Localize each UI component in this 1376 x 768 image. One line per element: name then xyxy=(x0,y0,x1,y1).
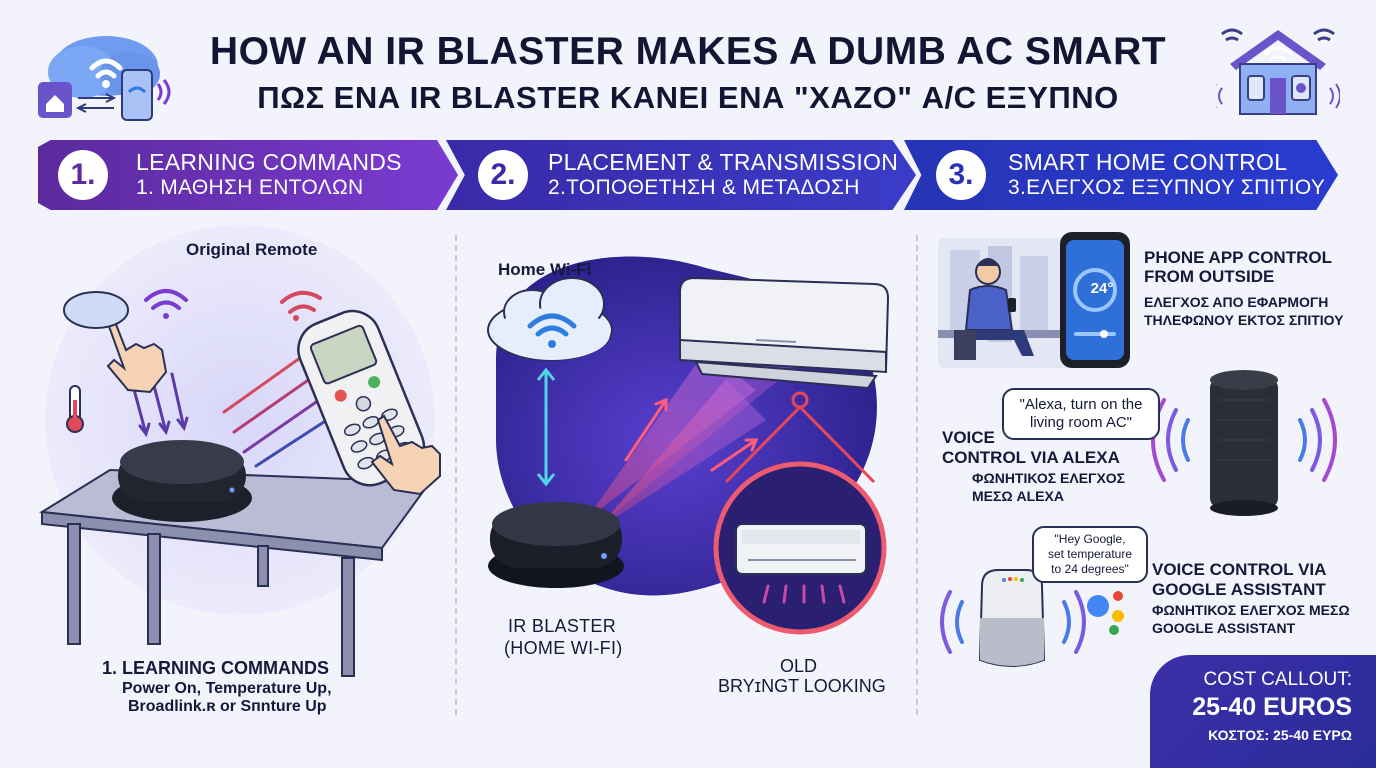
wifi-link-arrow-icon xyxy=(536,367,556,487)
learning-caption-line: Power On, Temperature Up, xyxy=(122,680,332,697)
google-quote: to 24 degrees" xyxy=(1051,562,1129,576)
alexa-greek: ΦΩΝΗΤΙΚΟΣ ΕΛΕΓΧΟΣ xyxy=(972,470,1126,486)
panel-divider xyxy=(916,235,918,715)
step-title-gr: 1. ΜΑΘΗΣΗ ΕΝΤΟΛΩΝ xyxy=(136,176,364,199)
alexa-title: CONTROL VIA ALEXA xyxy=(942,448,1120,467)
step-number: 3. xyxy=(936,150,986,200)
wifi-icon xyxy=(144,289,188,310)
old-ac-sublabel: BRYɪNGT LOOKING xyxy=(718,676,886,696)
sound-waves-icon xyxy=(940,590,1086,654)
alexa-title: VOICE xyxy=(942,428,995,447)
phone-control-greek: ΕΛΕΓΧΟΣ ΑΠΟ ΕΦΑΡΜΟΓΗ xyxy=(1144,294,1329,310)
learning-commands-illustration xyxy=(38,225,441,677)
smartphone-app-icon xyxy=(1060,232,1130,368)
remote-signal-arrows-icon xyxy=(222,356,332,468)
home-wifi-label: Home Wi-Fi xyxy=(498,260,592,279)
remote-user-scene-icon xyxy=(938,238,1078,368)
google-quote: "Hey Google, xyxy=(1054,532,1126,546)
step-banner-1: 1. LEARNING COMMANDS 1. ΜΑΘΗΣΗ ΕΝΤΟΛΩΝ xyxy=(38,140,458,210)
step-banner-3: 3. SMART HOME CONTROL 3.ΕΛΕΓΧΟΣ ΕΞΥΠΝΟΥ … xyxy=(904,140,1338,210)
ir-blaster-device-icon xyxy=(112,440,252,522)
alexa-quote: "Alexa, turn on the xyxy=(1019,396,1143,413)
alexa-speech-bubble: "Alexa, turn on the living room AC" xyxy=(1002,388,1160,440)
phone-temperature: 24° xyxy=(1090,280,1114,297)
learning-caption-line: Broadlink.ʀ or Sпnture Up xyxy=(128,698,327,715)
google-home-icon xyxy=(978,569,1046,667)
ir-blaster-sublabel: (HOME WI-FI) xyxy=(504,638,623,658)
cloud-icon xyxy=(63,291,129,329)
alexa-quote: living room AC" xyxy=(1029,414,1133,431)
air-conditioner-icon xyxy=(679,276,890,390)
step-banner-2: 2. PLACEMENT & TRANSMISSION 2.ΤΟΠΟΘΕΤΗΣΗ… xyxy=(446,140,916,210)
original-remote-label: Original Remote xyxy=(186,240,318,259)
step-title-gr: 2.ΤΟΠΟΘΕΤΗΣΗ & ΜΕΤΑΔΟΣΗ xyxy=(548,176,860,199)
page-title: HOW AN IR BLASTER MAKES A DUMB AC SMART xyxy=(209,30,1167,73)
google-title: VOICE CONTROL VIA xyxy=(1152,560,1327,579)
step-number: 2. xyxy=(478,150,528,200)
thermometer-icon xyxy=(66,385,84,433)
smart-home-cloud-icon xyxy=(38,36,171,121)
old-ac-label: OLD xyxy=(780,656,818,676)
cost-value: 25-40 EUROS xyxy=(1192,693,1352,721)
page-subtitle: ΠΩΣ ΕΝΑ IR BLASTER ΚΑΝΕΙ ΕΝΑ "ΧΑΖΟ" A/C … xyxy=(257,80,1119,115)
step-title-en: SMART HOME CONTROL xyxy=(1008,149,1288,175)
cost-greek: ΚΟΣΤΟΣ: 25-40 ΕΥΡΩ xyxy=(1208,727,1352,743)
panel-divider xyxy=(455,235,457,715)
ir-blaster-device-icon xyxy=(488,502,624,588)
amazon-echo-icon xyxy=(1210,370,1278,516)
sound-waves-icon xyxy=(1151,398,1337,482)
step-title-en: PLACEMENT & TRANSMISSION xyxy=(548,149,899,175)
cost-label: COST CALLOUT: xyxy=(1203,669,1352,690)
phone-control-title: FROM OUTSIDE xyxy=(1144,267,1275,286)
google-greek: ΦΩΝΗΤΙΚΟΣ ΕΛΕΓΧΟΣ ΜΕΣΩ xyxy=(1152,602,1350,618)
smart-house-icon xyxy=(1216,28,1340,115)
step-number: 1. xyxy=(58,150,108,200)
google-greek: GOOGLE ASSISTANT xyxy=(1152,620,1296,636)
google-title: GOOGLE ASSISTANT xyxy=(1152,580,1326,599)
learning-caption-title: 1. LEARNING COMMANDS xyxy=(102,658,330,678)
phone-control-title: PHONE APP CONTROL xyxy=(1144,248,1332,267)
old-ac-callout-icon xyxy=(713,391,887,635)
step-title-en: LEARNING COMMANDS xyxy=(136,149,402,175)
smart-home-control-illustration xyxy=(938,232,1337,667)
hand-tap-icon xyxy=(104,312,168,394)
placement-transmission-illustration xyxy=(487,256,890,635)
google-assistant-logo-icon xyxy=(1087,591,1124,635)
google-speech-bubble: "Hey Google, set temperature to 24 degre… xyxy=(1032,526,1148,583)
phone-control-greek: ΤΗΛΕΦΩΝΟΥ ΕΚΤΟΣ ΣΠΙΤΙΟΥ xyxy=(1144,312,1344,328)
cost-callout: COST CALLOUT: 25-40 EUROS ΚΟΣΤΟΣ: 25-40 … xyxy=(1150,655,1376,768)
home-wifi-cloud-icon xyxy=(487,277,613,361)
google-quote: set temperature xyxy=(1047,547,1133,561)
alexa-greek: ΜΕΣΩ ALEXA xyxy=(972,488,1064,504)
step-title-gr: 3.ΕΛΕΓΧΟΣ ΕΞΥΠΝΟΥ ΣΠΙΤΙΟΥ xyxy=(1008,176,1326,199)
ir-blaster-label: IR BLASTER xyxy=(508,616,617,636)
hand-press-icon xyxy=(370,414,441,496)
signal-icon xyxy=(280,290,322,314)
